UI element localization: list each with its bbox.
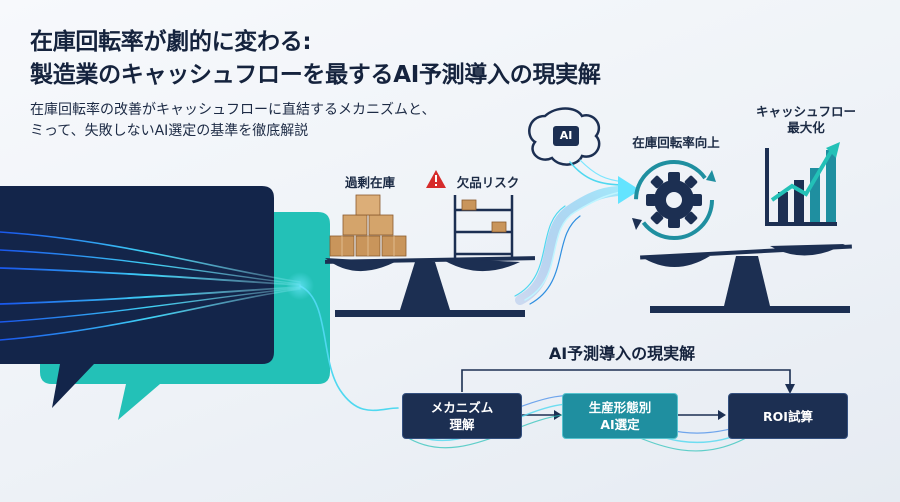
ai-flow-stream xyxy=(514,159,640,305)
subtitle-line-2: ミって、失敗しないAI選定の基準を徹底解説 xyxy=(30,123,309,139)
inventory-boxes-icon xyxy=(329,194,407,257)
title-line-2: 製造業のキャッシュフローを最するAI予測導入の現実解 xyxy=(30,62,601,88)
flow-step-2-line-2: AI選定 xyxy=(600,417,640,432)
gear-icon xyxy=(632,160,716,240)
empty-shelf-icon xyxy=(453,195,514,258)
warning-icon xyxy=(426,170,446,188)
turnover-up-label: 在庫回転率向上 xyxy=(632,135,720,150)
ai-brain-icon xyxy=(528,107,601,166)
data-stream-lines xyxy=(0,231,399,412)
flow-step-1-line-1: メカニズム xyxy=(430,400,494,415)
cashflow-label-line-1: キャッシュフロー xyxy=(755,104,856,119)
excess-inventory-label: 過剰在庫 xyxy=(344,175,395,190)
cashflow-max-label: キャッシュフロー 最大化 xyxy=(752,104,860,136)
flow-step-2-line-1: 生産形態別 xyxy=(588,400,652,415)
subtitle-line-1: 在庫回転率の改善がキャッシュフローに直結するメカニズムと、 xyxy=(30,102,436,118)
flow-step-3-line-1: ROI試算 xyxy=(763,408,813,424)
flow-step-roi: ROI試算 xyxy=(728,393,848,439)
growth-chart-icon xyxy=(765,142,840,226)
cashflow-label-line-2: 最大化 xyxy=(787,120,825,135)
stockout-risk-label: 欠品リスク xyxy=(456,175,520,190)
ai-badge: AI xyxy=(559,129,573,142)
speech-bubble-icon xyxy=(0,186,330,420)
flow-step-ai-selection: 生産形態別 AI選定 xyxy=(562,393,678,439)
page-title: 在庫回転率が劇的に変わる: 製造業のキャッシュフローを最するAI予測導入の現実解 xyxy=(30,26,601,92)
flow-step-1-line-2: 理解 xyxy=(449,417,475,432)
flow-step-mechanism: メカニズム 理解 xyxy=(402,393,522,439)
left-balance-scale xyxy=(324,256,536,317)
right-balance-scale xyxy=(640,244,852,313)
flow-heading: AI予測導入の現実解 xyxy=(548,344,696,363)
page-subtitle: 在庫回転率の改善がキャッシュフローに直結するメカニズムと、 ミって、失敗しないA… xyxy=(30,100,435,142)
title-line-1: 在庫回転率が劇的に変わる: xyxy=(30,29,312,55)
